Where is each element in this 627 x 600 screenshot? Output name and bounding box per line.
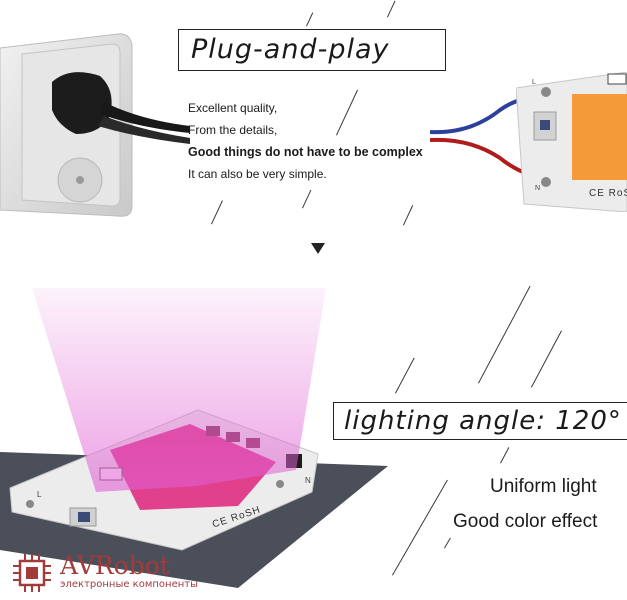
- tagline-line: Good things do not have to be complex: [188, 145, 423, 159]
- watermark-brand: AVRobot: [60, 551, 170, 580]
- chip-label-live: L: [532, 79, 536, 86]
- tagline-line: From the details,: [188, 123, 278, 137]
- led-module-top: [516, 72, 627, 212]
- chip-cert-label: CE RoSH: [589, 188, 627, 199]
- tagline-line: Excellent quality,: [188, 101, 278, 115]
- watermark-subtitle: электронные компоненты: [60, 579, 198, 590]
- wall-socket-with-plug: [0, 33, 190, 217]
- chip-label-live: L: [37, 490, 42, 499]
- chip-label-neutral: N: [535, 185, 541, 192]
- arrow-down-icon: [311, 243, 325, 254]
- chip-label-neutral: N: [305, 476, 311, 485]
- plug-and-play-title: Plug-and-play: [178, 29, 446, 71]
- feature-uniform-light: Uniform light: [490, 476, 597, 497]
- chip-logo-icon: [13, 554, 51, 592]
- feature-good-color-effect: Good color effect: [453, 511, 598, 532]
- tagline-line: It can also be very simple.: [188, 167, 327, 181]
- lighting-angle-title: lighting angle: 120°: [333, 402, 627, 440]
